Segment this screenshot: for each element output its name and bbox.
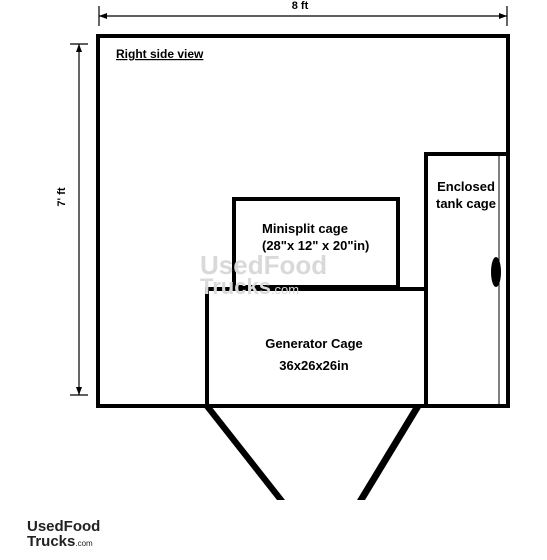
watermark-top: UsedFood bbox=[200, 250, 328, 280]
enclosed-tank-cage-label-line2: tank cage bbox=[436, 196, 496, 211]
support-legs bbox=[203, 406, 422, 500]
enclosed-tank-cage-label-line1: Enclosed bbox=[437, 179, 495, 194]
minisplit-cage-label-line2: (28"x 12" x 20"in) bbox=[262, 238, 369, 253]
height-dimension: 7' ft bbox=[56, 43, 88, 396]
width-dimension-left-arrow bbox=[99, 13, 107, 19]
enclosed-tank-cage: Enclosed tank cage bbox=[424, 152, 510, 408]
minisplit-cage-label-line1: Minisplit cage bbox=[262, 221, 348, 236]
watermark-bottom: Trucks.com bbox=[200, 276, 327, 301]
site-logo-bottom: Trucks.com bbox=[27, 534, 100, 551]
left-support-leg bbox=[203, 406, 285, 500]
watermark: UsedFood Trucks.com bbox=[200, 250, 328, 301]
site-logo: UsedFood Trucks.com bbox=[27, 519, 100, 551]
height-dimension-top-arrow bbox=[76, 44, 82, 52]
door-handle-icon bbox=[491, 257, 501, 287]
site-logo-suffix: .com bbox=[75, 539, 93, 548]
height-dimension-bottom-arrow bbox=[76, 387, 82, 395]
enclosed-tank-cage-box bbox=[424, 152, 510, 408]
right-support-leg bbox=[357, 406, 422, 500]
width-dimension-right-arrow bbox=[499, 13, 507, 19]
watermark-bottom-text: Trucks bbox=[200, 274, 271, 299]
view-title: Right side view bbox=[116, 47, 204, 61]
generator-cage-box bbox=[205, 287, 428, 408]
site-logo-top: UsedFood bbox=[27, 518, 101, 535]
generator-cage: Generator Cage 36x26x26in bbox=[205, 287, 428, 408]
width-dimension-label: 8 ft bbox=[292, 0, 309, 12]
width-dimension: 8 ft bbox=[98, 0, 508, 26]
height-dimension-label: 7' ft bbox=[56, 187, 68, 206]
watermark-suffix: .com bbox=[270, 282, 300, 297]
site-logo-bottom-text: Trucks bbox=[27, 533, 76, 550]
generator-cage-label-line1: Generator Cage bbox=[265, 336, 363, 351]
generator-cage-label-line2: 36x26x26in bbox=[279, 358, 348, 373]
